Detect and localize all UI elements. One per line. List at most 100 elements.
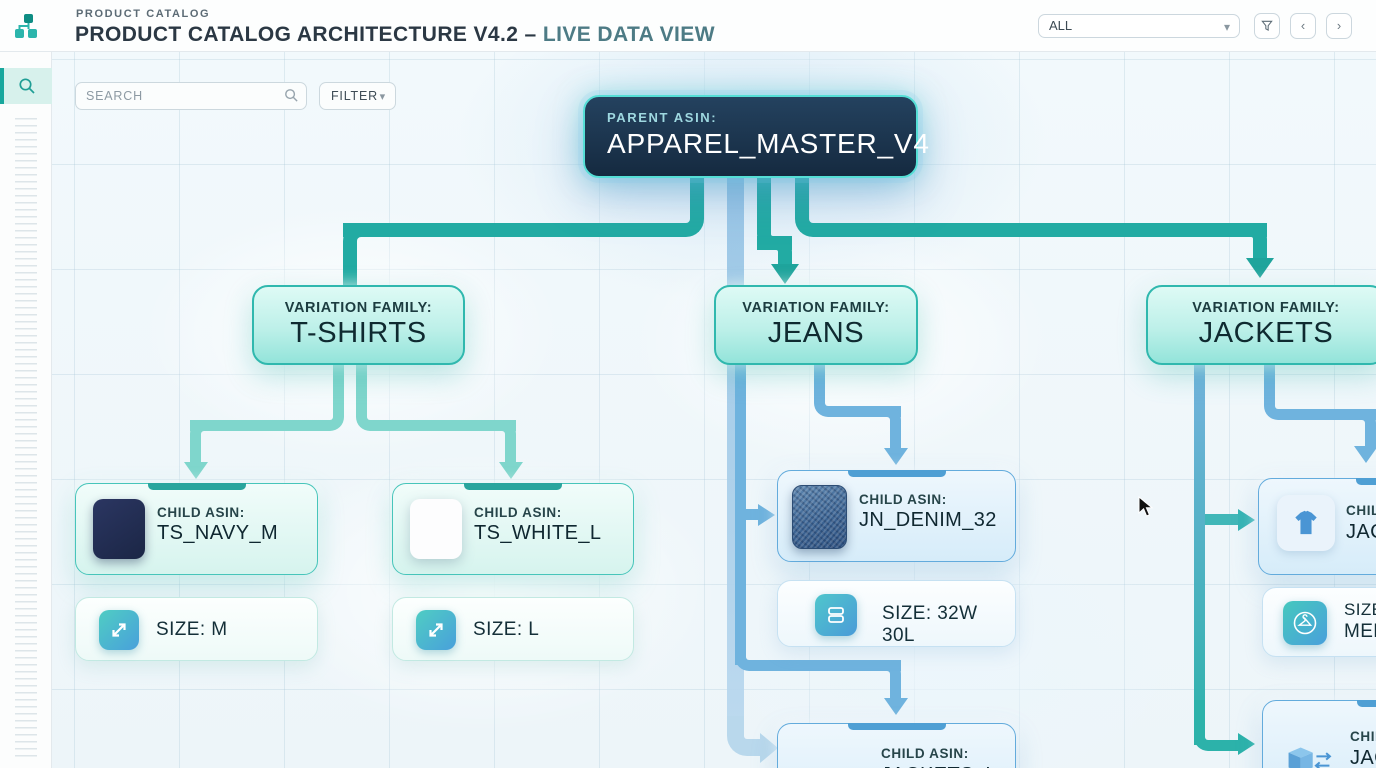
mouse-cursor [1138,496,1154,517]
edge-arrow [1354,446,1376,463]
edge-arrow [771,264,799,284]
chevron-right-icon: › [1336,18,1342,33]
node-child-jn-denim[interactable]: CHILD ASIN: JN_DENIM_32 [777,470,1016,562]
edge-segment [343,171,704,237]
page-title: PRODUCT CATALOG ARCHITECTURE V4.2 – LIVE… [75,23,715,47]
edge-segment [735,365,746,665]
chevron-down-icon: ▾ [1223,20,1230,34]
attr-size-m[interactable]: SIZE: M [75,597,318,661]
node-top-tab [1355,478,1376,485]
edge-arrow [758,504,775,526]
family-label: VARIATION FAMILY: [742,300,890,316]
edge-segment [1223,223,1267,260]
edge-arrow [499,462,523,479]
family-label: VARIATION FAMILY: [1192,300,1340,316]
active-indicator [0,68,4,104]
edge-arrow [1246,258,1274,278]
expand-arrows-icon [99,610,139,650]
scope-select[interactable]: ALL ▾ [1038,14,1240,38]
size-value-line1: SIZE: [1344,600,1376,619]
child-asin-label: CHILD ASIN: [1350,729,1376,744]
parent-asin-value: APPAREL_MASTER_V4 [607,128,930,159]
edge-segment [735,620,901,671]
attr-size-jacket[interactable]: SIZE: MEN [1262,587,1376,657]
child-asin-label: CHILD ASIN: [157,505,245,520]
search-icon [285,89,298,102]
node-child-ts-white[interactable]: CHILD ASIN: TS_WHITE_L [392,483,634,575]
node-top-tab [147,483,246,490]
node-child-jacket[interactable]: CHILD ASIN: JACKET [1258,478,1376,575]
family-value: JACKETS [1198,317,1334,349]
edge-arrow [184,462,208,479]
attr-size-denim[interactable]: SIZE: 32W 30L [777,580,1016,647]
size-value-line2: MEN [1344,621,1376,642]
child-asin-value: TS_WHITE_L [474,522,602,544]
next-button[interactable]: › [1326,13,1352,39]
child-asin-label: CHILD ASIN: [1346,503,1376,518]
node-child-jackets-l[interactable]: CHILD ASIN: JACKETS_L [777,723,1016,768]
search-icon [19,78,35,94]
edge-arrow [1238,509,1255,531]
node-family-tshirts[interactable]: VARIATION FAMILY: T-SHIRTS [252,285,465,365]
edge-arrow [760,733,778,763]
breadcrumb: PRODUCT CATALOG [76,8,211,20]
node-child-ts-navy[interactable]: CHILD ASIN: TS_NAVY_M [75,483,318,575]
filter-icon-button[interactable] [1254,13,1280,39]
family-value: T-SHIRTS [290,317,427,349]
expand-arrows-icon [416,610,456,650]
size-value: SIZE: L [473,619,540,640]
node-top-tab [847,723,946,730]
search-input[interactable] [75,82,307,110]
edge-segment [1336,409,1376,448]
sweater-icon [1277,495,1335,551]
edge-segment [190,420,230,464]
color-swatch-white [410,499,462,559]
edge-arrow [884,448,908,465]
child-asin-value: TS_NAVY_M [157,522,279,544]
child-asin-value: JACKETS_L [881,764,997,768]
edge-segment [1194,700,1240,751]
edge-segment [814,365,901,417]
child-asin-value: JACKET [1346,521,1376,543]
edge-segment [746,509,760,520]
prev-button[interactable]: ‹ [1290,13,1316,39]
edge-segment [1205,514,1238,525]
child-asin-value: JN_DENIM_32 [859,509,997,531]
edge-segment [795,171,1267,237]
attr-size-l[interactable]: SIZE: L [392,597,634,661]
page-title-accent: LIVE DATA VIEW [542,23,715,46]
edge-segment [476,420,516,464]
filter-button[interactable]: FILTER ▾ [319,82,396,110]
child-asin-label: CHILD ASIN: [474,505,562,520]
app-header: PRODUCT CATALOG PRODUCT CATALOG ARCHITEC… [0,0,1376,52]
size-value: SIZE: 32W 30L [882,603,978,646]
search-field-wrap [75,82,307,110]
edge-segment [1264,365,1376,420]
node-parent-asin[interactable]: PARENT ASIN: APPAREL_MASTER_V4 [583,95,930,178]
node-top-tab [847,470,946,477]
edge-arrow [884,698,908,715]
parent-asin-label: PARENT ASIN: [607,110,718,125]
sidebar-item-search[interactable] [0,68,52,104]
node-family-jackets[interactable]: VARIATION FAMILY: JACKETS [1146,285,1376,365]
node-child-jacket-2[interactable]: CHILD ASIN: JACKET [1262,700,1376,768]
edge-segment [190,365,344,431]
edge-segment [356,365,516,431]
chevron-left-icon: ‹ [1300,18,1306,33]
edge-segment [727,716,763,756]
child-asin-label: CHILD ASIN: [859,492,947,507]
cube-transfer-icon [1283,741,1335,768]
edge-segment [861,660,901,700]
edge-arrow [1238,733,1255,755]
node-top-tab [464,483,562,490]
node-family-jeans[interactable]: VARIATION FAMILY: JEANS [714,285,918,365]
color-swatch-navy [93,499,145,559]
sidebar-ruler [15,118,37,758]
edge-segment [1194,365,1205,745]
family-value: JEANS [767,317,865,349]
scope-select-value: ALL [1049,18,1073,33]
diagram-canvas[interactable]: FILTER ▾ PARENT ASIN: APPAREL_MASTER_V4 … [52,52,1376,768]
size-value: SIZE: M [156,619,228,640]
stacked-layers-icon [815,594,857,636]
hanger-circle-icon [1283,601,1327,645]
